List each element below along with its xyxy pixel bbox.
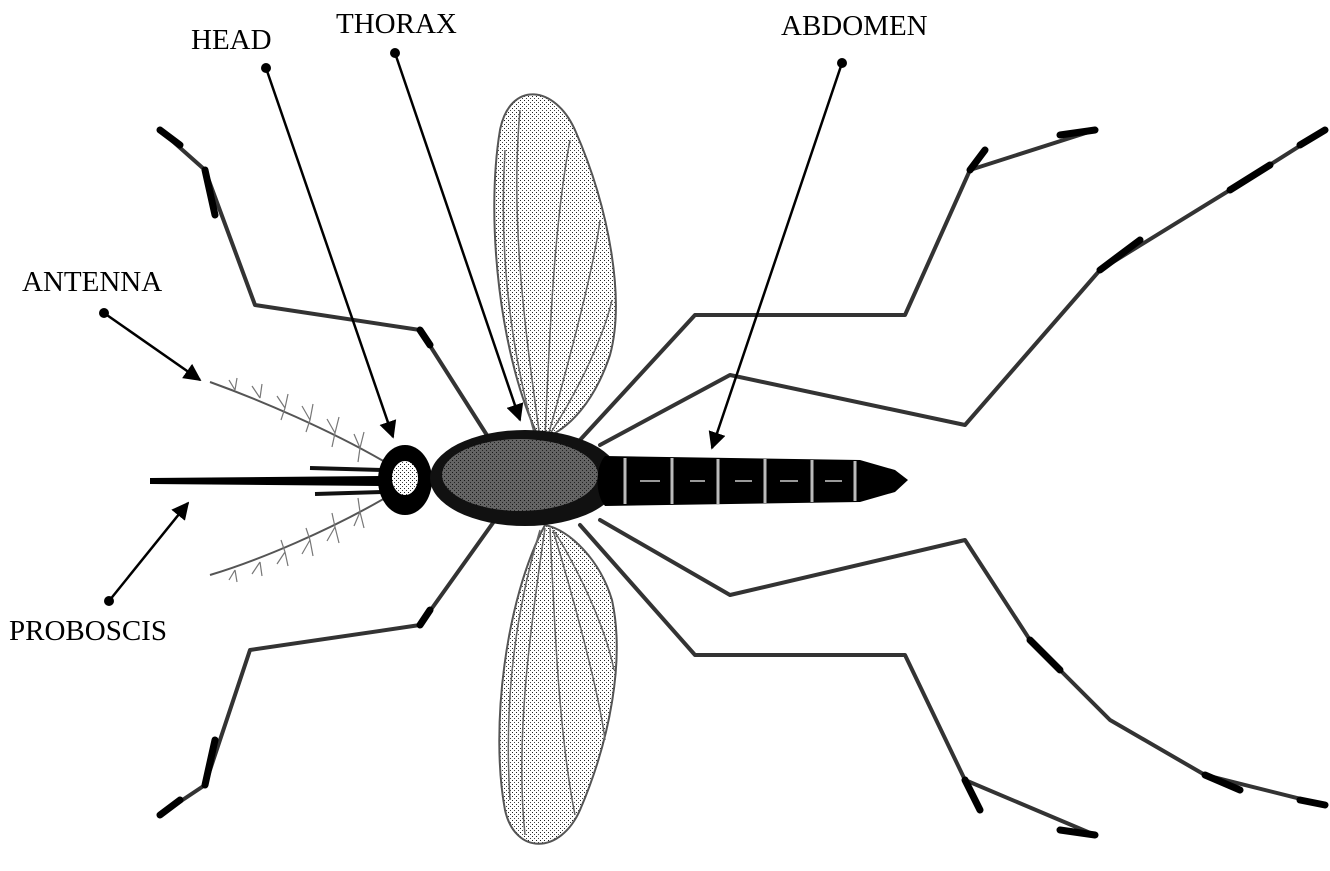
thorax-label: THORAX xyxy=(336,10,457,39)
antenna-label: ANTENNA xyxy=(22,268,162,297)
head-pointer-dot xyxy=(261,63,271,73)
antenna-lower xyxy=(210,498,385,575)
proboscis-pointer-dot xyxy=(104,596,114,606)
proboscis-label: PROBOSCIS xyxy=(9,617,167,646)
abdomen-label: ABDOMEN xyxy=(781,12,928,41)
head-label: HEAD xyxy=(191,26,272,55)
leg-hind-upper xyxy=(600,130,1325,445)
leg-mid-upper xyxy=(580,130,1095,440)
pointer-dots xyxy=(99,48,847,606)
eye-shape xyxy=(391,460,419,496)
thorax-texture xyxy=(442,439,598,511)
proboscis-pointer-line xyxy=(109,503,188,601)
proboscis-shape xyxy=(150,476,380,486)
proboscis-group xyxy=(150,468,382,494)
antenna-upper xyxy=(210,382,385,462)
body xyxy=(378,430,908,526)
antenna-pointer-line xyxy=(104,313,200,380)
abdomen-pointer-dot xyxy=(837,58,847,68)
pointers xyxy=(104,53,842,601)
leg-hind-lower xyxy=(600,520,1325,805)
head-pointer-line xyxy=(266,68,393,437)
thorax-pointer-dot xyxy=(390,48,400,58)
abdomen-pointer-line xyxy=(712,63,842,448)
antenna-pointer-dot xyxy=(99,308,109,318)
